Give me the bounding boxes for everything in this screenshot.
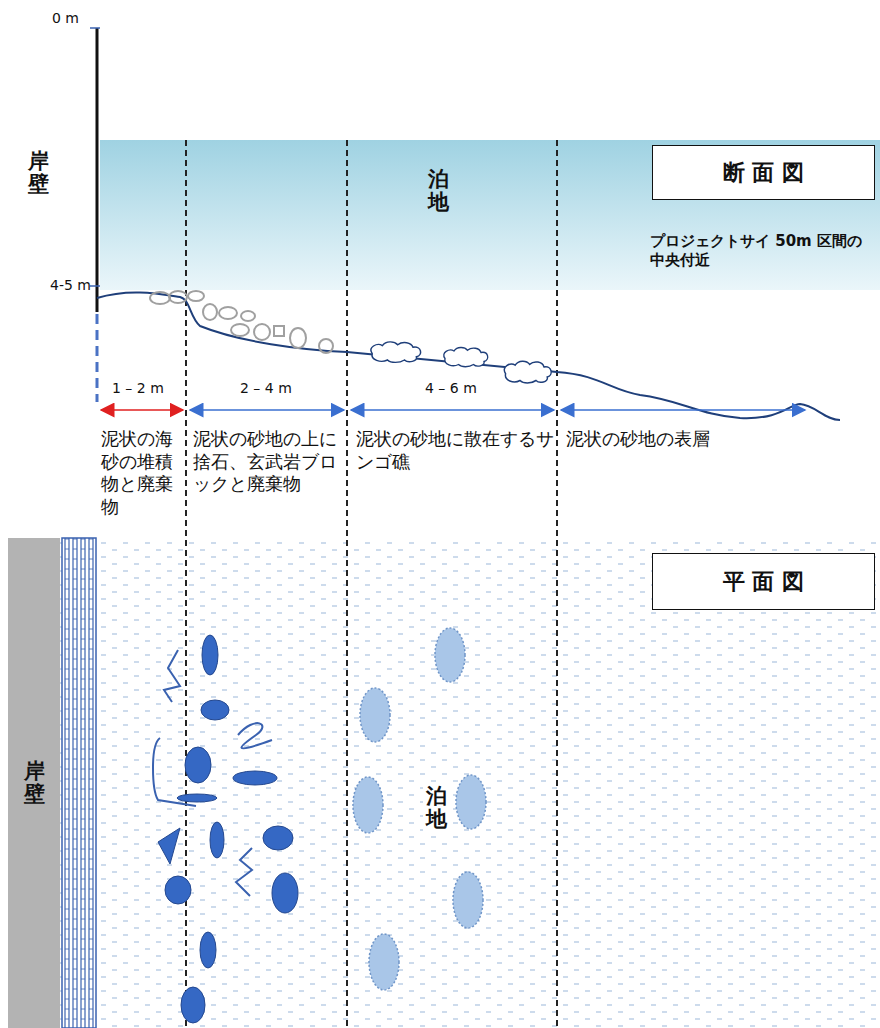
zone-description: 泥状の砂地に散在するサンゴ礁 (356, 428, 554, 473)
quay-wall-label: 岸壁 (28, 150, 49, 196)
title-box: 断 面 図 (652, 145, 875, 200)
node-text: 岸壁 (24, 760, 45, 806)
dimension-label: 4 – 6 m (425, 380, 477, 398)
quay-wall-band: 岸壁 (8, 538, 60, 1028)
title-box: 平 面 図 (652, 553, 875, 610)
dimension-label: 2 – 4 m (240, 380, 292, 398)
basin-label: 泊地 (428, 168, 449, 214)
zone-description: 泥状の砂地の上に捨石、玄武岩ブロックと廃棄物 (193, 428, 343, 496)
zone-description: 泥状の砂地の表層 (566, 428, 866, 451)
zone-description: 泥状の海砂の堆積物と廃棄物 (101, 428, 183, 518)
site-note: プロジェクトサイ 50m 区間の中央付近 (650, 232, 875, 270)
basin-label: 泊地 (423, 783, 450, 833)
node-text: 平 面 図 (723, 567, 804, 597)
depth-label: 4-5 m (50, 277, 91, 295)
dimension-label: 1 – 2 m (112, 380, 164, 398)
depth-label: 0 m (52, 10, 79, 28)
node-text: 断 面 図 (723, 158, 804, 188)
